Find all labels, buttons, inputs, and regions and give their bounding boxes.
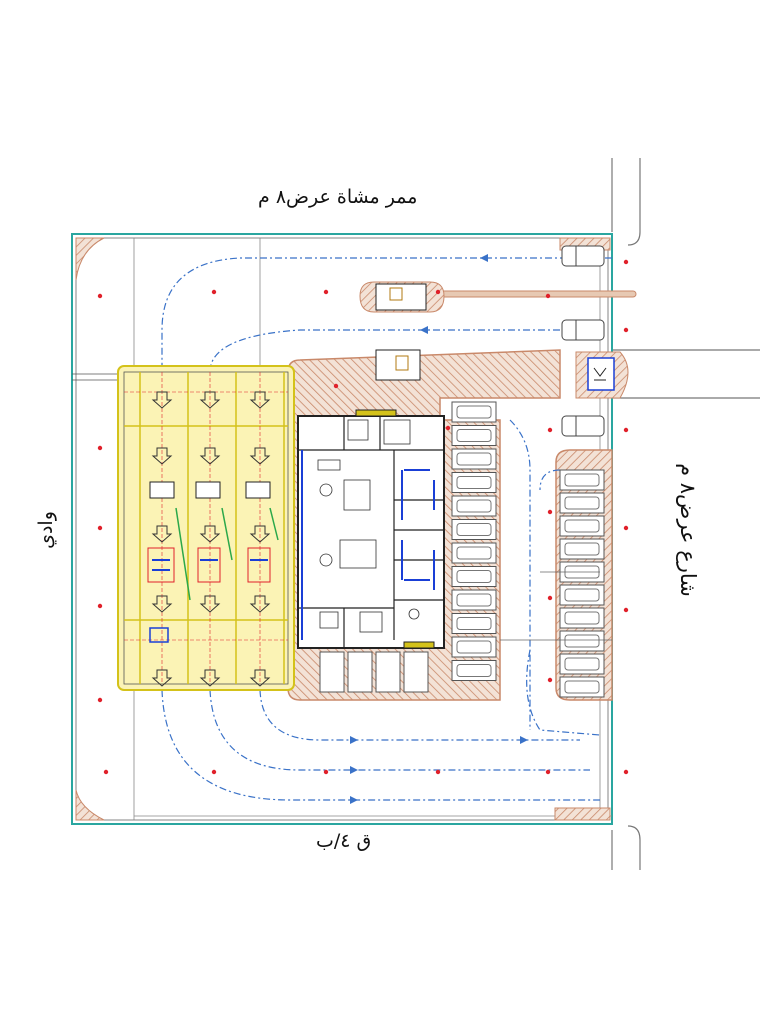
survey-marker — [97, 603, 103, 609]
parking-stall — [451, 495, 497, 517]
parked-car — [564, 611, 600, 625]
parking-stall — [559, 630, 605, 652]
survey-marker — [97, 697, 103, 703]
parking-stall — [451, 425, 497, 446]
parked-car — [564, 680, 600, 694]
bottom-plot-label: ق ٤/ب — [316, 830, 372, 852]
survey-marker — [435, 289, 441, 295]
survey-marker — [547, 427, 553, 433]
parking-stall — [559, 607, 605, 629]
parked-car — [456, 640, 492, 654]
survey-marker — [623, 769, 629, 775]
survey-marker — [97, 445, 103, 451]
parked-car — [456, 546, 492, 560]
parking-stall — [451, 448, 497, 470]
fuel-canopy — [117, 365, 295, 691]
building-partitions-blue — [301, 450, 435, 640]
survey-marker — [547, 595, 553, 601]
parking-stall — [451, 613, 497, 634]
front-parking-bays — [319, 651, 429, 693]
east-parking-row — [451, 401, 497, 681]
island-parking-row — [559, 469, 605, 698]
traffic-flow-paths — [161, 257, 612, 801]
top-walkway-strip — [439, 290, 637, 298]
building-furniture — [317, 419, 420, 633]
survey-marker — [547, 677, 553, 683]
parked-car — [564, 496, 600, 510]
survey-marker — [623, 607, 629, 613]
survey-marker — [211, 769, 217, 775]
road-cars — [561, 245, 605, 437]
survey-marker — [445, 425, 451, 431]
parked-car — [456, 570, 492, 583]
flow-arrows — [350, 254, 528, 804]
survey-marker — [323, 289, 329, 295]
parked-car — [456, 452, 492, 466]
survey-marker — [333, 383, 339, 389]
pump-islands — [147, 481, 279, 643]
survey-marker — [623, 327, 629, 333]
survey-marker — [97, 293, 103, 299]
parking-stall — [559, 469, 605, 491]
parked-car — [564, 473, 600, 487]
parked-car — [564, 634, 600, 648]
parked-car — [456, 499, 492, 513]
survey-marker — [623, 525, 629, 531]
survey-markers — [97, 259, 629, 775]
building-canopy-entry — [355, 409, 397, 417]
survey-marker — [623, 427, 629, 433]
parked-car — [456, 664, 492, 677]
parked-car — [456, 617, 492, 630]
parking-stall — [451, 542, 497, 564]
parking-stall — [451, 660, 497, 681]
survey-marker — [545, 769, 551, 775]
survey-marker — [623, 259, 629, 265]
lane-arrows — [151, 391, 271, 687]
parking-stall — [451, 472, 497, 493]
survey-marker — [103, 769, 109, 775]
top-road-label: ممر مشاة عرض٨ م — [258, 186, 418, 208]
parked-car — [456, 593, 492, 607]
parking-stall — [451, 636, 497, 658]
parking-stall — [559, 538, 605, 560]
survey-marker — [323, 769, 329, 775]
main-building — [297, 415, 445, 649]
survey-marker — [545, 293, 551, 299]
survey-marker — [97, 525, 103, 531]
survey-marker — [211, 289, 217, 295]
parked-car — [564, 542, 600, 556]
parked-car — [456, 405, 492, 419]
parking-stall — [559, 584, 605, 606]
right-street-label: شارع عرض٨ م — [676, 463, 700, 597]
canopy-columns — [124, 372, 288, 684]
parked-car — [456, 523, 492, 536]
parking-stall — [451, 401, 497, 423]
parked-car — [564, 588, 600, 602]
parking-stall — [559, 676, 605, 698]
parking-stall — [451, 519, 497, 540]
parked-car — [564, 519, 600, 533]
parked-car — [456, 429, 492, 442]
survey-marker — [547, 509, 553, 515]
parked-car — [456, 476, 492, 489]
parking-stall — [559, 653, 605, 675]
entry-kiosk — [375, 349, 421, 381]
parking-stall — [559, 515, 605, 537]
parking-stall — [451, 589, 497, 611]
parking-stall — [559, 492, 605, 514]
parked-car — [564, 657, 600, 671]
left-wadi-label: وادي — [35, 511, 57, 549]
parking-stall — [451, 566, 497, 587]
survey-marker — [435, 769, 441, 775]
